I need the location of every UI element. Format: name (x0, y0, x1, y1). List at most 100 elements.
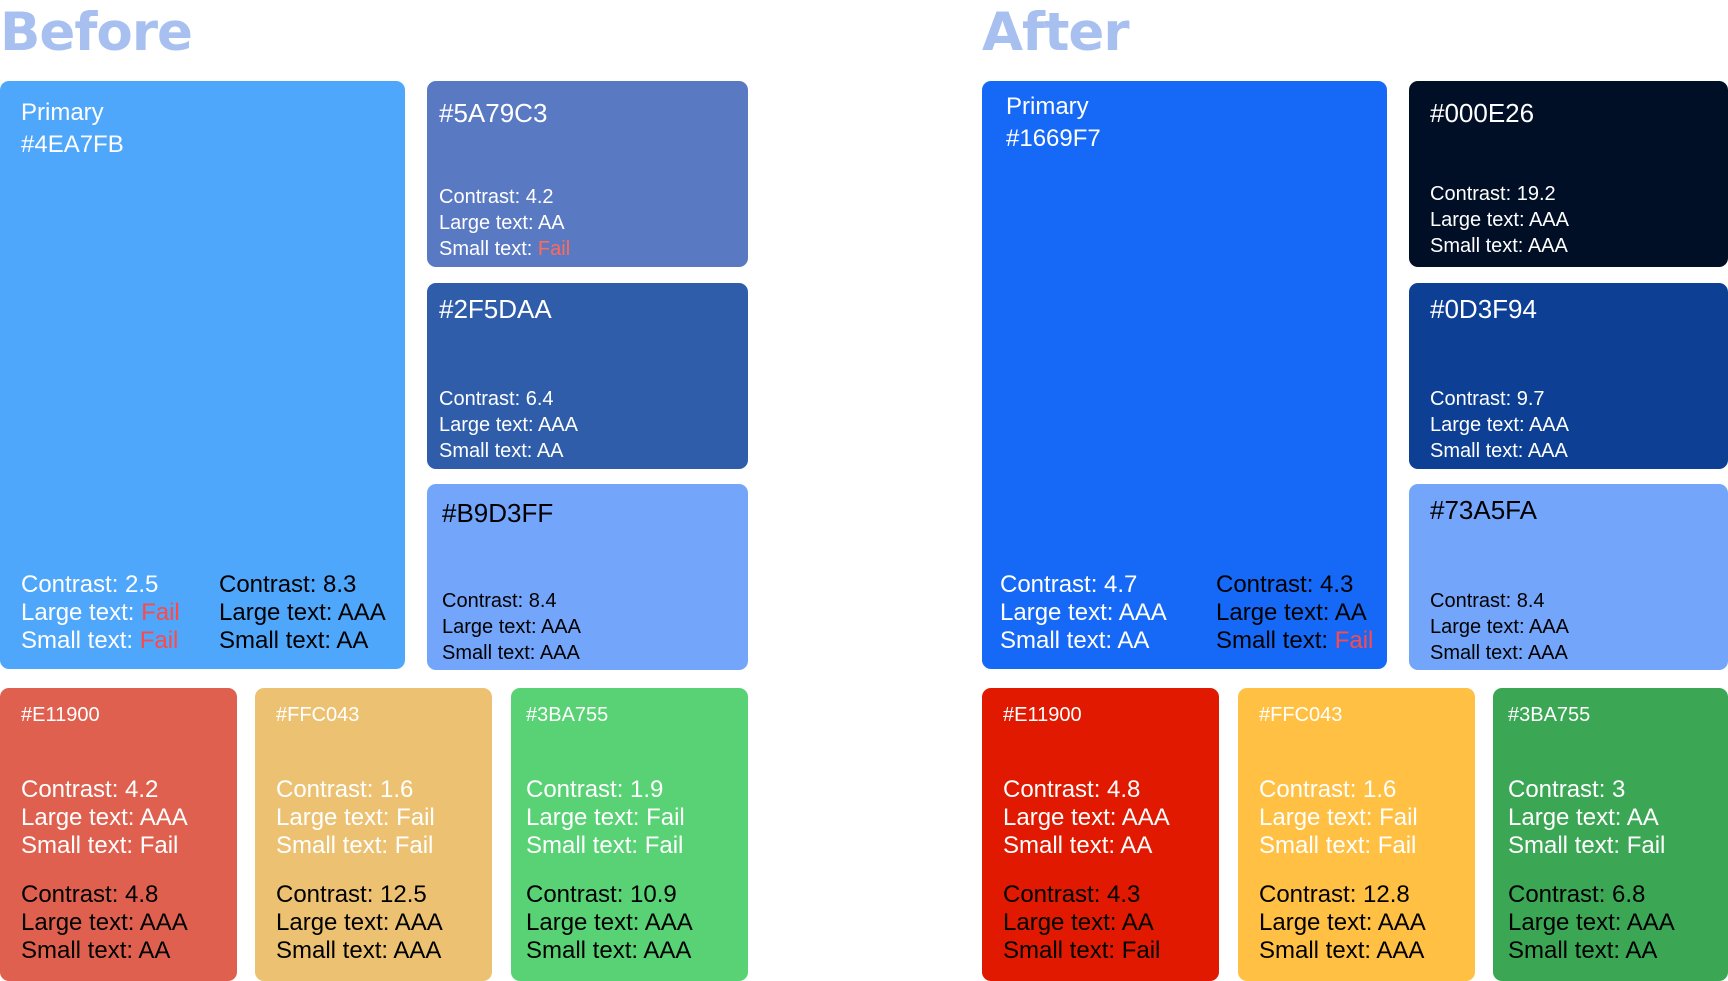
status-hex: #E11900 (1003, 704, 1082, 726)
black-text-contrast: Contrast: 4.8 (21, 881, 159, 908)
black-text-contrast: Contrast: 10.9 (526, 881, 677, 908)
swatch-small: Small text: AAA (442, 642, 580, 664)
black-text-contrast: Contrast: 4.3 (1216, 571, 1354, 598)
white-text-small: Small text: Fail (526, 832, 684, 859)
black-text-large: Large text: AA (1216, 599, 1367, 626)
white-text-contrast: Contrast: 1.6 (1259, 776, 1397, 803)
swatch-contrast: Contrast: 4.2 (439, 186, 554, 208)
white-text-large: Large text: Fail (21, 599, 180, 626)
after-swatch-0D3F94: #0D3F94 Contrast: 9.7 Large text: AAA Sm… (1409, 283, 1728, 469)
swatch-large: Large text: AAA (1430, 414, 1569, 436)
swatch-large: Large text: AA (439, 212, 565, 234)
after-title: After (982, 2, 1129, 63)
white-text-small: Small text: AA (1000, 627, 1150, 654)
black-text-small: Small text: AA (1508, 937, 1658, 964)
white-text-contrast: Contrast: 2.5 (21, 571, 159, 598)
black-text-small: Small text: Fail (1003, 937, 1161, 964)
white-text-small: Small text: AA (1003, 832, 1153, 859)
black-text-large: Large text: AAA (1259, 909, 1426, 936)
white-text-contrast: Contrast: 4.8 (1003, 776, 1141, 803)
before-swatch-B9D3FF: #B9D3FF Contrast: 8.4 Large text: AAA Sm… (427, 484, 748, 670)
swatch-small: Small text: Fail (439, 238, 571, 260)
swatch-small: Small text: AAA (1430, 440, 1568, 462)
white-text-large: Large text: AAA (1000, 599, 1167, 626)
swatch-large: Large text: AAA (1430, 209, 1569, 231)
after-status-3BA755: #3BA755 Contrast: 3 Large text: AA Small… (1493, 688, 1728, 981)
black-text-large: Large text: AA (1003, 909, 1154, 936)
fail-text: Fail (139, 627, 179, 654)
swatch-small: Small text: AAA (1430, 642, 1568, 664)
primary-hex: #1669F7 (1006, 125, 1101, 152)
fail-text: Fail (537, 238, 571, 260)
white-text-large: Large text: AAA (21, 804, 188, 831)
swatch-contrast: Contrast: 19.2 (1430, 183, 1556, 205)
primary-label: Primary (21, 99, 104, 126)
status-hex: #E11900 (21, 704, 100, 726)
black-text-contrast: Contrast: 4.3 (1003, 881, 1141, 908)
white-text-large: Large text: Fail (1259, 804, 1418, 831)
fail-text: Fail (141, 599, 180, 626)
black-text-large: Large text: AAA (219, 599, 386, 626)
swatch-small: Small text: AAA (1430, 235, 1568, 257)
before-status-3BA755: #3BA755 Contrast: 1.9 Large text: Fail S… (511, 688, 748, 981)
white-text-contrast: Contrast: 3 (1508, 776, 1626, 803)
black-text-large: Large text: AAA (526, 909, 693, 936)
black-text-contrast: Contrast: 12.8 (1259, 881, 1410, 908)
white-text-contrast: Contrast: 4.2 (21, 776, 159, 803)
status-hex: #3BA755 (526, 704, 609, 726)
after-primary-swatch: Primary #1669F7 Contrast: 4.7 Large text… (982, 81, 1387, 669)
swatch-hex: #B9D3FF (442, 498, 554, 528)
black-text-small: Small text: AAA (526, 937, 692, 964)
black-text-small: Small text: AA (219, 627, 369, 654)
black-text-small: Small text: AA (21, 937, 171, 964)
before-title: Before (0, 2, 193, 63)
status-hex: #FFC043 (1259, 704, 1343, 726)
swatch-hex: #0D3F94 (1430, 294, 1537, 324)
white-text-large: Large text: Fail (526, 804, 685, 831)
white-text-small: Small text: Fail (1259, 832, 1417, 859)
swatch-contrast: Contrast: 8.4 (442, 590, 557, 612)
white-text-large: Large text: AA (1508, 804, 1659, 831)
black-text-large: Large text: AAA (21, 909, 188, 936)
swatch-contrast: Contrast: 9.7 (1430, 388, 1545, 410)
black-text-small: Small text: Fail (1216, 627, 1374, 654)
after-swatch-000E26: #000E26 Contrast: 19.2 Large text: AAA S… (1409, 81, 1728, 267)
swatch-hex: #5A79C3 (439, 98, 548, 128)
black-text-large: Large text: AAA (276, 909, 443, 936)
swatch-hex: #000E26 (1430, 98, 1535, 128)
before-swatch-5A79C3: #5A79C3 Contrast: 4.2 Large text: AA Sma… (427, 81, 748, 267)
primary-hex: #4EA7FB (21, 131, 124, 158)
swatch-large: Large text: AAA (1430, 616, 1569, 638)
swatch-hex: #73A5FA (1430, 495, 1537, 525)
black-text-contrast: Contrast: 12.5 (276, 881, 427, 908)
swatch-contrast: Contrast: 8.4 (1430, 590, 1545, 612)
white-text-small: Small text: Fail (21, 832, 179, 859)
before-swatch-2F5DAA: #2F5DAA Contrast: 6.4 Large text: AAA Sm… (427, 283, 748, 469)
white-text-contrast: Contrast: 1.9 (526, 776, 664, 803)
swatch-contrast: Contrast: 6.4 (439, 388, 554, 410)
black-text-small: Small text: AAA (1259, 937, 1425, 964)
after-status-FFC043: #FFC043 Contrast: 1.6 Large text: Fail S… (1238, 688, 1475, 981)
white-text-small: Small text: Fail (276, 832, 434, 859)
status-hex: #3BA755 (1508, 704, 1591, 726)
black-text-contrast: Contrast: 6.8 (1508, 881, 1646, 908)
fail-text: Fail (1334, 627, 1374, 654)
white-text-large: Large text: AAA (1003, 804, 1170, 831)
after-swatch-73A5FA: #73A5FA Contrast: 8.4 Large text: AAA Sm… (1409, 484, 1728, 670)
white-text-small: Small text: Fail (21, 627, 179, 654)
status-hex: #FFC043 (276, 704, 360, 726)
white-text-small: Small text: Fail (1508, 832, 1666, 859)
white-text-contrast: Contrast: 4.7 (1000, 571, 1138, 598)
black-text-large: Large text: AAA (1508, 909, 1675, 936)
before-status-FFC043: #FFC043 Contrast: 1.6 Large text: Fail S… (255, 688, 492, 981)
swatch-large: Large text: AAA (442, 616, 581, 638)
black-text-small: Small text: AAA (276, 937, 442, 964)
primary-label: Primary (1006, 93, 1089, 120)
white-text-large: Large text: Fail (276, 804, 435, 831)
black-text-contrast: Contrast: 8.3 (219, 571, 357, 598)
before-primary-swatch: Primary #4EA7FB Contrast: 2.5 Large text… (0, 81, 405, 669)
after-status-E11900: #E11900 Contrast: 4.8 Large text: AAA Sm… (982, 688, 1219, 981)
white-text-contrast: Contrast: 1.6 (276, 776, 414, 803)
swatch-small: Small text: AA (439, 440, 564, 462)
before-status-E11900: #E11900 Contrast: 4.2 Large text: AAA Sm… (0, 688, 237, 981)
